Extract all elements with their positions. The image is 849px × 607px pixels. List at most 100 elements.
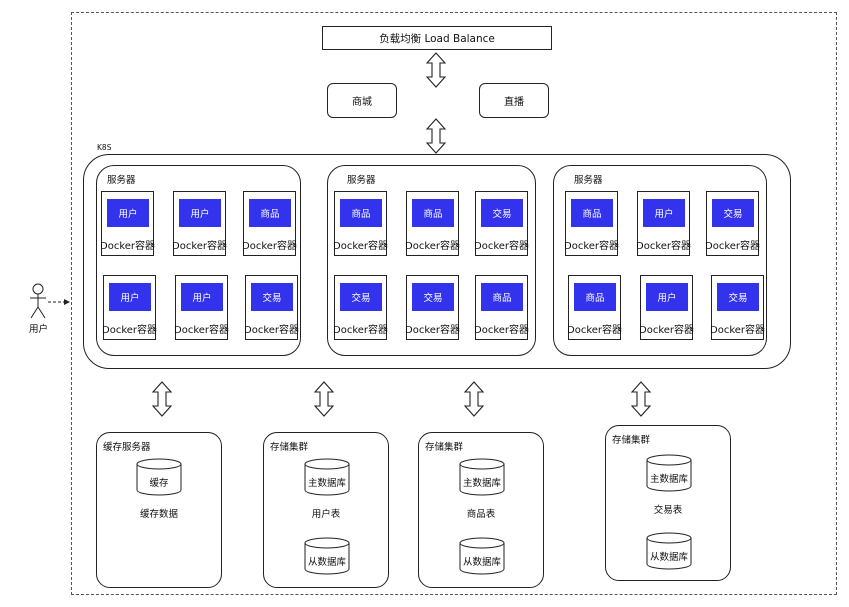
container-label: Docker容器 bbox=[172, 241, 228, 252]
docker-container: 交易 Docker容器 bbox=[710, 275, 766, 340]
service-chip: 商品 bbox=[340, 199, 382, 227]
service-chip: 用户 bbox=[179, 199, 221, 227]
container-label: Docker容器 bbox=[174, 325, 230, 336]
double-arrow-icon bbox=[426, 118, 446, 154]
k8s-cluster bbox=[83, 154, 791, 369]
database-label: 从数据库 bbox=[649, 552, 688, 563]
service-chip: 交易 bbox=[712, 199, 754, 227]
load-balancer-label: 负载均衡 Load Balance bbox=[379, 32, 495, 45]
storage-title: 缓存服务器 bbox=[103, 442, 151, 453]
storage-cluster: 存储集群 主数据库 商品表 从数据库 bbox=[418, 432, 544, 588]
service-chip: 用户 bbox=[646, 283, 688, 311]
docker-container: 用户 Docker容器 bbox=[172, 191, 228, 256]
container-label: Docker容器 bbox=[100, 241, 156, 252]
storage-cluster: 存储集群 主数据库 用户表 从数据库 bbox=[263, 432, 389, 588]
service-chip: 用户 bbox=[109, 283, 151, 311]
database-cylinder-icon: 从数据库 bbox=[646, 532, 692, 570]
container-label: Docker容器 bbox=[636, 241, 692, 252]
server-group-title: 服务器 bbox=[347, 175, 376, 186]
docker-container: 商品 Docker容器 bbox=[405, 191, 461, 256]
docker-container: 商品 Docker容器 bbox=[242, 191, 297, 256]
data-label: 缓存数据 bbox=[139, 509, 178, 520]
docker-container: 用户 Docker容器 bbox=[102, 275, 158, 340]
service-chip: 商品 bbox=[412, 199, 454, 227]
container-label: Docker容器 bbox=[102, 325, 158, 336]
table-label: 商品表 bbox=[466, 509, 496, 520]
docker-container: 商品 Docker容器 bbox=[474, 275, 530, 340]
service-chip: 交易 bbox=[481, 199, 523, 227]
service-chip: 交易 bbox=[251, 283, 293, 311]
docker-container: 用户 Docker容器 bbox=[174, 275, 230, 340]
database-cylinder-icon: 缓存 bbox=[136, 458, 182, 496]
container-label: Docker容器 bbox=[333, 325, 389, 336]
container-label: Docker容器 bbox=[405, 241, 461, 252]
database-cylinder-icon: 从数据库 bbox=[459, 537, 505, 575]
service-chip: 交易 bbox=[717, 283, 759, 311]
container-label: Docker容器 bbox=[405, 325, 461, 336]
database-label: 从数据库 bbox=[462, 557, 501, 568]
service-chip: 交易 bbox=[412, 283, 454, 311]
system-boundary bbox=[71, 12, 837, 595]
server-group: 服务器 商品 Docker容器 用户 Docker容器 交易 Docker容器 … bbox=[553, 165, 767, 356]
live-node: 直播 bbox=[479, 83, 549, 118]
database-label: 主数据库 bbox=[307, 478, 346, 489]
double-arrow-icon bbox=[314, 381, 334, 417]
live-label: 直播 bbox=[504, 97, 524, 108]
double-arrow-icon bbox=[152, 381, 172, 417]
docker-container: 交易 Docker容器 bbox=[405, 275, 461, 340]
database-label: 主数据库 bbox=[649, 474, 688, 485]
container-label: Docker容器 bbox=[705, 241, 761, 252]
database-cylinder-icon: 从数据库 bbox=[304, 537, 350, 575]
storage-title: 存储集群 bbox=[270, 442, 309, 453]
database-cylinder-icon: 主数据库 bbox=[304, 458, 350, 496]
storage-cluster: 存储集群 主数据库 交易表 从数据库 bbox=[605, 425, 731, 581]
service-chip: 用户 bbox=[181, 283, 223, 311]
double-arrow-icon bbox=[631, 381, 651, 417]
docker-container: 交易 Docker容器 bbox=[705, 191, 761, 256]
container-label: Docker容器 bbox=[567, 325, 623, 336]
docker-container: 商品 Docker容器 bbox=[564, 191, 620, 256]
docker-container: 交易 Docker容器 bbox=[474, 191, 530, 256]
user-actor-label: 用户 bbox=[29, 324, 49, 335]
request-arrow-icon bbox=[48, 299, 70, 305]
service-chip: 交易 bbox=[340, 283, 382, 311]
container-label: Docker容器 bbox=[639, 325, 695, 336]
storage-title: 存储集群 bbox=[425, 442, 464, 453]
service-chip: 用户 bbox=[107, 199, 149, 227]
double-arrow-icon bbox=[426, 52, 446, 88]
docker-container: 交易 Docker容器 bbox=[244, 275, 300, 340]
server-group-title: 服务器 bbox=[574, 175, 603, 186]
mall-label: 商城 bbox=[352, 97, 372, 108]
database-cylinder-icon: 主数据库 bbox=[646, 454, 692, 492]
double-arrow-icon bbox=[464, 381, 484, 417]
storage-title: 存储集群 bbox=[612, 435, 651, 446]
server-group: 服务器 商品 Docker容器 商品 Docker容器 交易 Docker容器 … bbox=[327, 165, 536, 356]
docker-container: 商品 Docker容器 bbox=[567, 275, 623, 340]
docker-container: 用户 Docker容器 bbox=[639, 275, 695, 340]
container-label: Docker容器 bbox=[474, 241, 530, 252]
mall-node: 商城 bbox=[327, 83, 397, 118]
service-chip: 商品 bbox=[481, 283, 523, 311]
service-chip: 商品 bbox=[574, 283, 616, 311]
database-label: 主数据库 bbox=[462, 478, 501, 489]
container-label: Docker容器 bbox=[474, 325, 530, 336]
container-label: Docker容器 bbox=[564, 241, 620, 252]
table-label: 用户表 bbox=[311, 509, 341, 520]
docker-container: 商品 Docker容器 bbox=[333, 191, 389, 256]
server-group: 服务器 用户 Docker容器 用户 Docker容器 商品 Docker容器 … bbox=[96, 165, 301, 356]
docker-container: 用户 Docker容器 bbox=[100, 191, 156, 256]
service-chip: 商品 bbox=[249, 199, 291, 227]
service-chip: 商品 bbox=[571, 199, 613, 227]
database-label: 缓存 bbox=[149, 478, 169, 489]
docker-container: 交易 Docker容器 bbox=[333, 275, 389, 340]
database-cylinder-icon: 主数据库 bbox=[459, 458, 505, 496]
container-label: Docker容器 bbox=[710, 325, 766, 336]
container-label: Docker容器 bbox=[333, 241, 389, 252]
k8s-label: K8S bbox=[97, 143, 112, 152]
docker-container: 用户 Docker容器 bbox=[636, 191, 692, 256]
container-label: Docker容器 bbox=[244, 325, 300, 336]
cache-server: 缓存服务器 缓存 缓存数据 bbox=[96, 432, 222, 588]
server-group-title: 服务器 bbox=[107, 175, 136, 186]
table-label: 交易表 bbox=[653, 505, 683, 516]
